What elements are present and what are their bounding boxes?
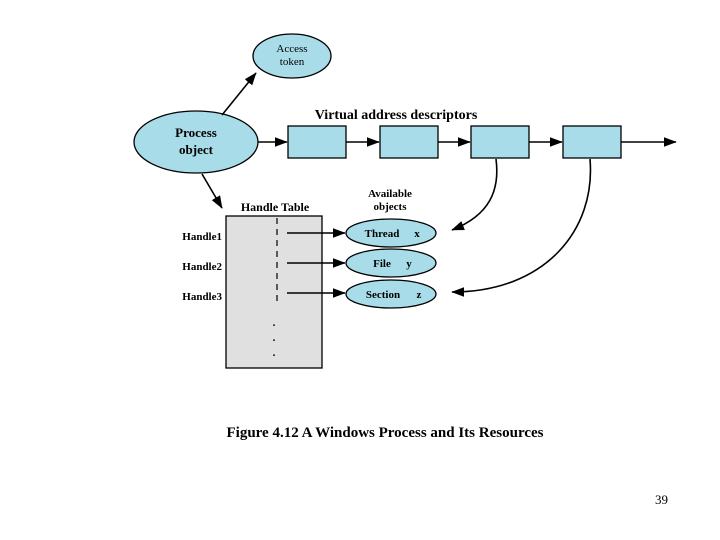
thread-object-node bbox=[345, 218, 437, 248]
handle-label-2: Handle2 bbox=[182, 261, 222, 273]
section-object-node bbox=[345, 279, 437, 309]
thread-object-var: x bbox=[414, 228, 420, 240]
section-object-var: z bbox=[417, 289, 422, 301]
handle-table-dot-3: · bbox=[272, 348, 277, 364]
available-objects-label-line2: objects bbox=[374, 201, 408, 213]
file-object-node bbox=[345, 248, 437, 278]
vad-block-2 bbox=[379, 125, 439, 159]
vad-title: Virtual address descriptors bbox=[315, 108, 478, 123]
vad-block-4 bbox=[562, 125, 622, 159]
arrow-process-to-access-token bbox=[221, 72, 257, 116]
section-object-label: Section bbox=[366, 289, 400, 301]
vad-block-1 bbox=[287, 125, 347, 159]
figure-caption: Figure 4.12 A Windows Process and Its Re… bbox=[227, 425, 544, 441]
arrow-vad3-to-thread bbox=[451, 158, 498, 231]
file-object-var: y bbox=[406, 258, 412, 270]
process-object-label-line2: object bbox=[179, 142, 214, 157]
thread-object-label: Thread bbox=[365, 228, 400, 240]
vad-block-3 bbox=[470, 125, 530, 159]
access-token-node bbox=[252, 33, 332, 79]
handle-table bbox=[225, 215, 323, 369]
page-number: 39 bbox=[655, 492, 668, 507]
access-token-label-line2: token bbox=[280, 56, 305, 68]
arrow-process-to-handle-table bbox=[201, 173, 223, 209]
access-token-label-line1: Access bbox=[276, 43, 307, 55]
handle-table-dot-1: · bbox=[272, 318, 277, 334]
available-objects-label-line1: Available bbox=[368, 188, 412, 200]
handle-table-dot-2: · bbox=[272, 333, 277, 349]
file-object-label: File bbox=[373, 258, 391, 270]
process-object-label-line1: Process bbox=[175, 125, 217, 140]
handle-label-1: Handle1 bbox=[182, 231, 222, 243]
arrow-vad4-to-section bbox=[451, 158, 592, 297]
handle-table-title: Handle Table bbox=[241, 200, 310, 214]
handle-label-3: Handle3 bbox=[182, 291, 222, 303]
